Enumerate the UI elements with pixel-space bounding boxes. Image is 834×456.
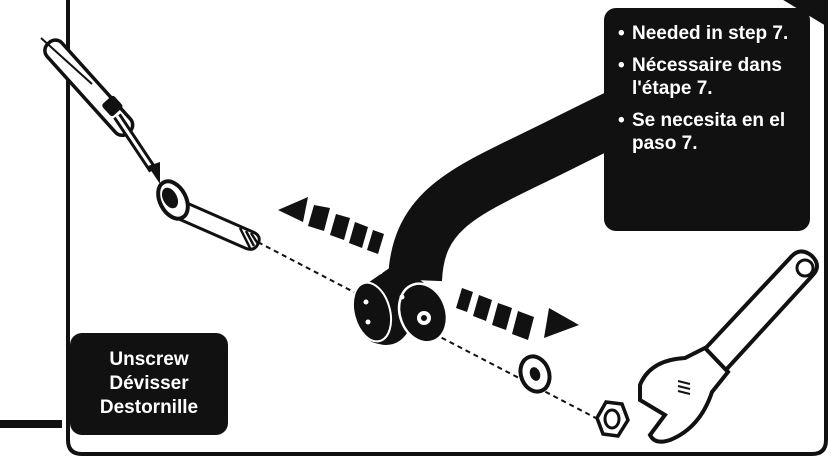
unscrew-label-english: Unscrew	[109, 349, 189, 370]
wrench-icon	[638, 249, 819, 444]
note-text-spanish: Se necesita en el paso 7.	[632, 110, 786, 154]
note-item-english: • Needed in step 7.	[618, 22, 800, 45]
unscrew-callout: Unscrew Dévisser Destornille	[70, 333, 228, 435]
note-text-french: Nécessaire dans l'étape 7.	[632, 55, 782, 99]
nut	[595, 400, 630, 438]
note-text-english: Needed in step 7.	[632, 23, 789, 44]
frame-panel	[66, 0, 828, 456]
bullet-icon: •	[618, 110, 625, 131]
unscrew-label-french: Dévisser	[109, 373, 189, 394]
bolt	[156, 179, 261, 251]
note-item-spanish: • Se necesita en el paso 7.	[618, 109, 800, 155]
unscrew-label-spanish: Destornille	[99, 397, 199, 418]
arrow-right	[456, 288, 579, 340]
washer	[518, 354, 552, 394]
arrow-left	[278, 197, 384, 254]
bullet-icon: •	[618, 23, 625, 44]
hinge-knuckle	[351, 262, 449, 345]
axis-line	[249, 237, 616, 429]
step-note-callout: • Needed in step 7. • Nécessaire dans l'…	[604, 8, 810, 231]
screwdriver-icon	[40, 37, 160, 184]
bullet-icon: •	[618, 55, 625, 76]
note-item-french: • Nécessaire dans l'étape 7.	[618, 54, 800, 100]
frame-left-bar	[0, 420, 62, 428]
